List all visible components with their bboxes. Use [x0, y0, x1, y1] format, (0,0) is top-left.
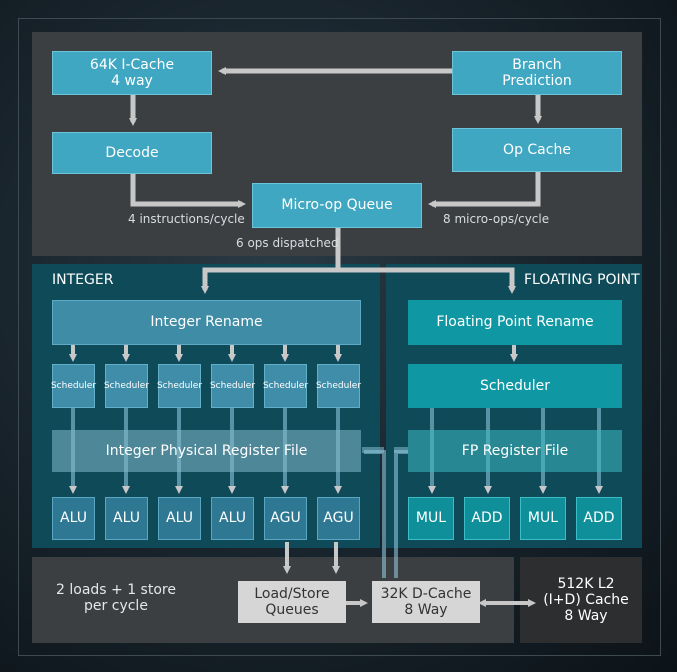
dcache-line1: 32K D-Cache	[380, 585, 472, 602]
integer-rename-label: Integer Rename	[150, 314, 263, 331]
integer-title: INTEGER	[52, 272, 114, 288]
integer-register-file-box: Integer Physical Register File	[52, 430, 361, 472]
icache-box: 64K I-Cache 4 way	[52, 51, 212, 95]
loads-line1: 2 loads + 1 store	[56, 581, 176, 598]
icache-line1: 64K I-Cache	[89, 56, 175, 73]
dispatch-label: 6 ops dispatched	[236, 236, 339, 250]
arrow-opcache-to-microop	[428, 172, 541, 208]
fp-unit-1: MUL	[408, 497, 454, 540]
fp-unit-2: ADD	[464, 497, 510, 540]
int-scheduler-1: Scheduler	[50, 364, 97, 408]
scheduler-label: Scheduler	[315, 380, 362, 391]
int-unit-5: AGU	[264, 497, 307, 540]
agu-label: AGU	[270, 510, 301, 527]
int-scheduler-3: Scheduler	[156, 364, 203, 408]
add-label: ADD	[583, 510, 615, 527]
mul-label: MUL	[415, 510, 447, 527]
int-scheduler-6: Scheduler	[315, 364, 362, 408]
int-unit-6: AGU	[317, 497, 360, 540]
fp-scheduler-box: Scheduler	[408, 364, 622, 408]
l2-line2: (I+D) Cache	[543, 591, 629, 608]
l2-panel	[520, 557, 642, 643]
fp-register-file-label: FP Register File	[461, 442, 569, 459]
fp-rename-label: Floating Point Rename	[436, 314, 594, 331]
integer-rename-box: Integer Rename	[52, 300, 361, 345]
outer-frame	[18, 18, 661, 656]
alu-label: ALU	[60, 510, 87, 527]
scheduler-label: Scheduler	[262, 380, 309, 391]
load-store-queues-box: Load/Store Queues	[238, 581, 346, 623]
loads-line2: per cycle	[84, 598, 148, 614]
scheduler-label: Scheduler	[103, 380, 150, 391]
mul-label: MUL	[527, 510, 559, 527]
alu-label: ALU	[113, 510, 140, 527]
dcache-box: 32K D-Cache 8 Way	[372, 581, 480, 623]
int-unit-4: ALU	[211, 497, 254, 540]
l2-cache-box: 512K L2 (I+D) Cache 8 Way	[536, 572, 636, 628]
branch-line2: Prediction	[502, 73, 572, 89]
micro-op-queue-box: Micro-op Queue	[252, 183, 422, 228]
lsq-line2: Queues	[265, 602, 319, 618]
loads-per-cycle-label: 2 loads + 1 store per cycle	[50, 576, 182, 620]
branch-prediction-box: Branch Prediction	[452, 51, 622, 95]
icache-line2: 4 way	[111, 73, 153, 89]
integer-register-file-label: Integer Physical Register File	[105, 442, 308, 459]
alu-label: ALU	[166, 510, 193, 527]
fp-register-file-box: FP Register File	[408, 430, 622, 472]
fp-rename-box: Floating Point Rename	[408, 300, 622, 345]
scheduler-label: Scheduler	[50, 380, 97, 391]
op-cache-box: Op Cache	[452, 128, 622, 172]
l2-line1: 512K L2	[557, 575, 615, 592]
opcache-rate-label: 8 micro-ops/cycle	[443, 212, 550, 226]
lsq-line1: Load/Store	[254, 585, 330, 602]
opcache-label: Op Cache	[503, 141, 571, 158]
int-scheduler-5: Scheduler	[262, 364, 309, 408]
decode-rate-label: 4 instructions/cycle	[128, 212, 245, 226]
int-unit-3: ALU	[158, 497, 201, 540]
branch-line1: Branch	[512, 56, 562, 73]
dcache-line2: 8 Way	[404, 602, 448, 618]
int-scheduler-2: Scheduler	[103, 364, 150, 408]
scheduler-label: Scheduler	[209, 380, 256, 391]
arrow-decode-to-microop	[130, 174, 246, 208]
fp-unit-4: ADD	[576, 497, 622, 540]
floating-point-title: FLOATING POINT	[524, 272, 640, 288]
int-unit-2: ALU	[105, 497, 148, 540]
add-label: ADD	[471, 510, 503, 527]
decode-label: Decode	[105, 144, 159, 161]
fp-unit-3: MUL	[520, 497, 566, 540]
arrow-dispatch-int	[201, 228, 341, 294]
arrow-dispatch-fp	[338, 267, 516, 294]
fp-scheduler-label: Scheduler	[479, 377, 551, 394]
int-unit-1: ALU	[52, 497, 95, 540]
alu-label: ALU	[219, 510, 246, 527]
scheduler-label: Scheduler	[156, 380, 203, 391]
decode-box: Decode	[52, 132, 212, 174]
int-scheduler-4: Scheduler	[209, 364, 256, 408]
microop-label: Micro-op Queue	[281, 197, 393, 214]
l2-line3: 8 Way	[564, 608, 608, 625]
agu-label: AGU	[323, 510, 354, 527]
